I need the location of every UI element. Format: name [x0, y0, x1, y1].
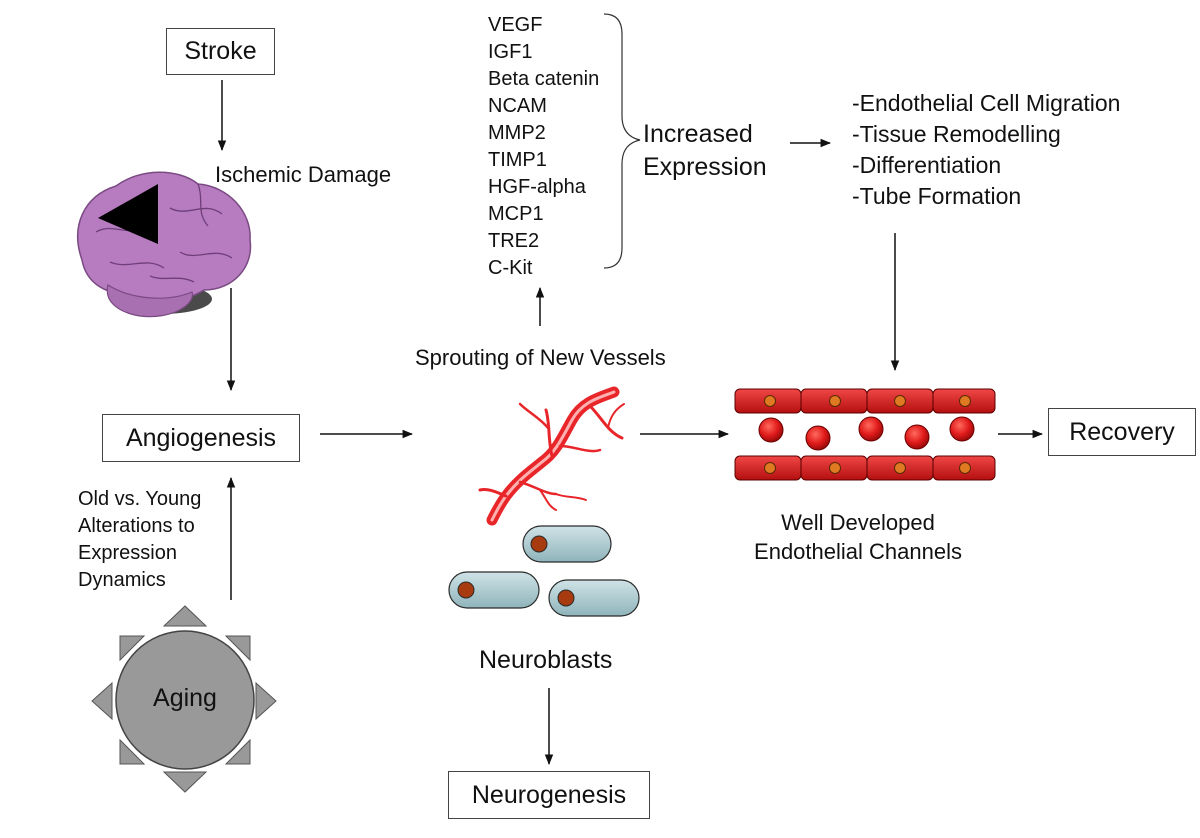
outcome-item: -Tube Formation	[852, 183, 1022, 209]
increased-expression-label-line2: Expression	[643, 153, 767, 181]
gene-item: MMP2	[488, 122, 546, 144]
increased-expression-label-line1: Increased	[643, 120, 753, 148]
gene-item: TIMP1	[488, 149, 547, 171]
neuroblasts-label: Neuroblasts	[479, 646, 613, 674]
channels-label-line2: Endothelial Channels	[754, 539, 962, 564]
outcome-item: -Endothelial Cell Migration	[852, 90, 1121, 116]
gene-item: C-Kit	[488, 257, 533, 279]
outcome-item: -Tissue Remodelling	[852, 121, 1061, 147]
aging-note-line: Dynamics	[78, 569, 166, 591]
aging-note-line: Old vs. Young	[78, 488, 202, 510]
neurogenesis-box: Neurogenesis	[448, 771, 650, 819]
gene-item: TRE2	[488, 230, 540, 252]
ischemic-damage-label: Ischemic Damage	[215, 162, 392, 187]
gene-item: IGF1	[488, 41, 533, 63]
angiogenesis-box: Angiogenesis	[102, 414, 300, 462]
aging-label: Aging	[153, 684, 217, 712]
gene-item: Beta catenin	[488, 68, 600, 90]
aging-gear-shape	[91, 605, 277, 793]
stroke-box: Stroke	[166, 28, 275, 75]
gene-item: HGF-alpha	[488, 176, 586, 198]
brain-illustration	[77, 171, 252, 318]
aging-note-line: Expression	[78, 542, 177, 564]
sprouting-vessel-illustration	[478, 386, 625, 526]
outcome-item: -Differentiation	[852, 152, 1002, 178]
sprouting-label: Sprouting of New Vessels	[415, 345, 666, 370]
neuroblast-cells	[448, 525, 640, 617]
endothelial-channel-illustration	[734, 388, 996, 481]
channels-label-line1: Well Developed	[781, 510, 935, 535]
gene-group-brace	[603, 13, 641, 269]
gene-item: VEGF	[488, 14, 543, 36]
gene-item: NCAM	[488, 95, 547, 117]
aging-note-line: Alterations to	[78, 515, 195, 537]
gene-item: MCP1	[488, 203, 544, 225]
recovery-box: Recovery	[1048, 408, 1196, 456]
